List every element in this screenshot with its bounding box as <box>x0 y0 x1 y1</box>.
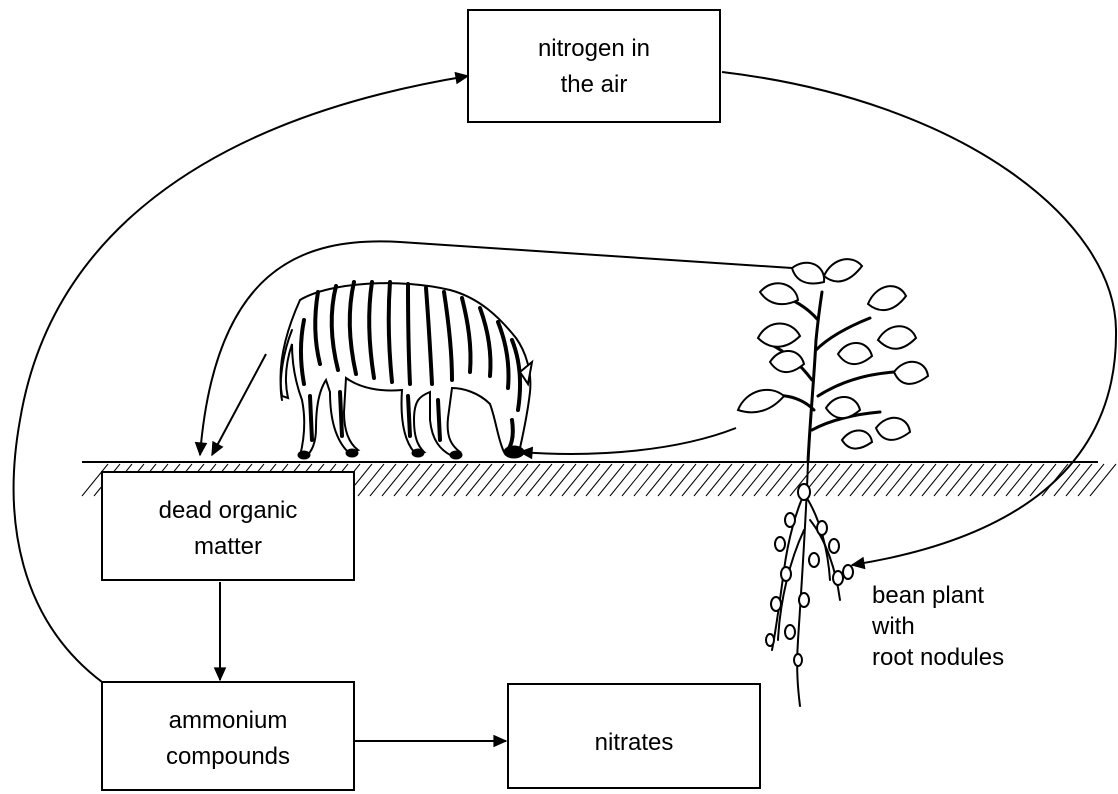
hatch-line <box>502 464 528 496</box>
hatch-line <box>394 464 420 496</box>
hatch-line <box>1018 464 1044 496</box>
bean-plant-label-line2: with <box>871 613 915 640</box>
hatch-line <box>718 464 744 496</box>
hatch-line <box>586 464 612 496</box>
hatch-line <box>382 464 408 496</box>
hatch-line <box>442 464 468 496</box>
hatch-line <box>862 464 888 496</box>
zebra-illustration <box>281 282 532 459</box>
box-dead-organic-label-line2: matter <box>194 533 262 560</box>
hatch-line <box>706 464 732 496</box>
hatch-line <box>874 464 900 496</box>
hatch-line <box>814 464 840 496</box>
hatch-line <box>742 464 768 496</box>
hatch-line <box>886 464 912 496</box>
hatch-line <box>430 464 456 496</box>
hatch-line <box>406 464 432 496</box>
arrow-air-to-nodules <box>722 72 1116 565</box>
hatch-line <box>478 464 504 496</box>
hatch-line <box>466 464 492 496</box>
box-nitrogen-label-line2: the air <box>561 71 628 98</box>
box-nitrogen-in-air: nitrogen in the air <box>468 10 720 122</box>
hatch-line <box>682 464 708 496</box>
hatch-line <box>694 464 720 496</box>
hatch-line <box>730 464 756 496</box>
hatch-line <box>454 464 480 496</box>
hatch-line <box>358 464 384 496</box>
box-nitrates-label: nitrates <box>595 729 674 756</box>
box-dead-organic-matter: dead organic matter <box>102 472 354 580</box>
hatch-line <box>622 464 648 496</box>
hatch-line <box>418 464 444 496</box>
hatch-line <box>766 464 792 496</box>
hatch-line <box>646 464 672 496</box>
hatch-line <box>658 464 684 496</box>
hatch-line <box>946 464 972 496</box>
box-dead-organic-label-line1: dead organic <box>159 497 298 524</box>
hatch-line <box>370 464 396 496</box>
hatch-line <box>610 464 636 496</box>
hatch-line <box>838 464 864 496</box>
hatch-line <box>490 464 516 496</box>
box-ammonium-label-line1: ammonium <box>169 707 288 734</box>
hatch-line <box>754 464 780 496</box>
hatch-line <box>1078 464 1104 496</box>
hatch-line <box>526 464 552 496</box>
hatch-line <box>574 464 600 496</box>
hatch-line <box>850 464 876 496</box>
hatch-line <box>1090 464 1116 496</box>
hatch-line <box>982 464 1008 496</box>
hatch-line <box>598 464 624 496</box>
hatch-line <box>550 464 576 496</box>
box-ammonium-label-line2: compounds <box>166 743 290 770</box>
hatch-line <box>994 464 1020 496</box>
hatch-line <box>970 464 996 496</box>
hatch-line <box>922 464 948 496</box>
flow-arrows <box>14 72 1116 741</box>
hatch-line <box>514 464 540 496</box>
box-nitrates: nitrates <box>508 684 760 788</box>
hatch-line <box>670 464 696 496</box>
box-ammonium-compounds: ammonium compounds <box>102 682 354 790</box>
box-nitrogen-label-line1: nitrogen in <box>538 35 650 62</box>
bean-plant-label-line1: bean plant <box>872 582 984 609</box>
arrow-plant-to-zebra <box>520 428 736 454</box>
hatch-line <box>826 464 852 496</box>
hatch-line <box>934 464 960 496</box>
hatch-line <box>958 464 984 496</box>
hatch-line <box>538 464 564 496</box>
hatch-line <box>1006 464 1032 496</box>
hatch-line <box>1066 464 1092 496</box>
hatch-line <box>910 464 936 496</box>
arrow-zebra-to-dead-matter <box>212 354 266 455</box>
hatch-line <box>634 464 660 496</box>
bean-plant-label: bean plant with root nodules <box>871 582 1004 671</box>
bean-plant-label-line3: root nodules <box>872 644 1004 671</box>
hatch-line <box>898 464 924 496</box>
hatch-line <box>562 464 588 496</box>
